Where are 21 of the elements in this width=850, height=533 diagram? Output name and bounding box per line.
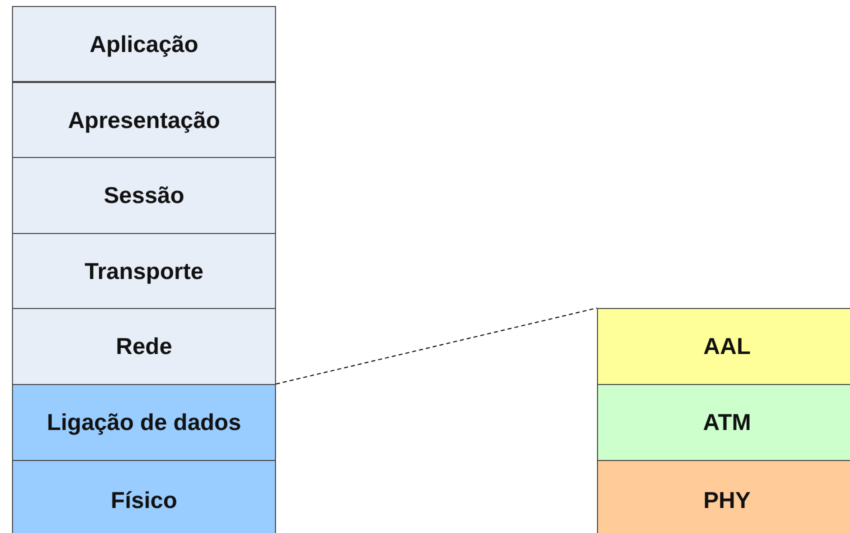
layer-label: Transporte <box>84 258 204 284</box>
connector-line <box>276 308 598 384</box>
layer-box <box>12 460 276 533</box>
layer-label: Aplicação <box>90 30 198 58</box>
layer-box <box>12 82 276 158</box>
layer-box <box>597 384 850 461</box>
layer-box <box>12 157 276 234</box>
layer-label: PHY <box>703 486 751 514</box>
layer-box <box>12 6 276 82</box>
layer-box <box>12 384 276 461</box>
layer-box <box>12 308 276 385</box>
layer-label: Rede <box>116 333 172 360</box>
layer-label: ATM <box>702 409 752 436</box>
layer-box <box>12 233 276 309</box>
layer-label: AAL <box>703 333 751 360</box>
layer-label: Sessão <box>104 182 184 209</box>
layer-label: Físico <box>110 486 178 514</box>
layer-label: Ligação de dados <box>46 409 242 436</box>
layer-box <box>597 308 850 385</box>
layer-box <box>597 460 850 533</box>
layer-label: Apresentação <box>68 106 220 134</box>
